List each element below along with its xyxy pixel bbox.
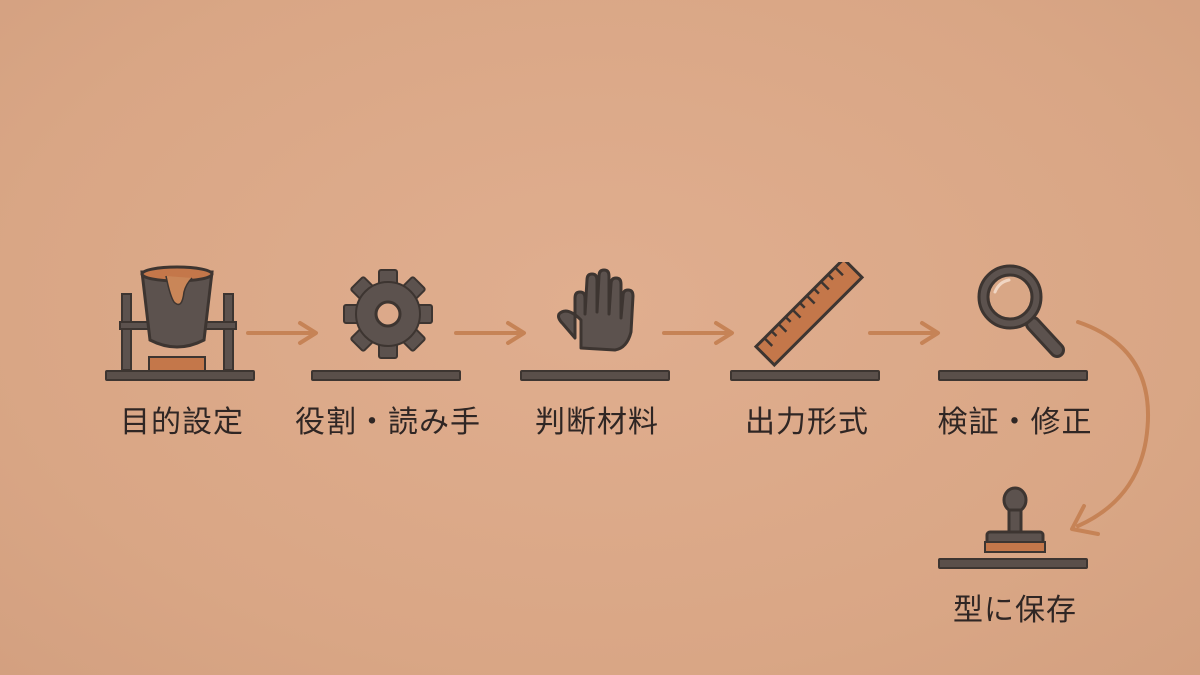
- hand-icon: [557, 268, 635, 352]
- curved-arrow-icon: [1070, 320, 1151, 536]
- step-save-template: 型に保存: [925, 450, 1105, 650]
- step-label: 検証・修正: [937, 405, 1093, 440]
- ruler-icon: [753, 262, 865, 368]
- arrow-right-icon: [454, 321, 526, 345]
- step-verify-fix: 検証・修正: [925, 262, 1105, 462]
- step-label: 役割・読み手: [295, 405, 481, 440]
- arrow-right-icon: [868, 321, 940, 345]
- magnifier-icon: [977, 264, 1065, 358]
- crucible-icon: [119, 265, 237, 372]
- stamp-icon: [984, 486, 1046, 553]
- platform: [730, 370, 880, 381]
- platform: [105, 370, 255, 381]
- arrow-right-icon: [246, 321, 318, 345]
- platform: [311, 370, 461, 381]
- step-decision-material: 判断材料: [507, 262, 687, 462]
- platform: [938, 558, 1088, 569]
- gear-icon: [343, 269, 433, 359]
- step-goal-setting: 目的設定: [92, 262, 272, 462]
- platform: [520, 370, 670, 381]
- step-label: 判断材料: [535, 405, 659, 440]
- step-label: 型に保存: [953, 593, 1077, 628]
- step-label: 出力形式: [745, 405, 869, 440]
- arrow-right-icon: [662, 321, 734, 345]
- step-label: 目的設定: [120, 405, 244, 440]
- step-role-reader: 役割・読み手: [295, 262, 480, 462]
- platform: [938, 370, 1088, 381]
- step-output-format: 出力形式: [717, 262, 897, 462]
